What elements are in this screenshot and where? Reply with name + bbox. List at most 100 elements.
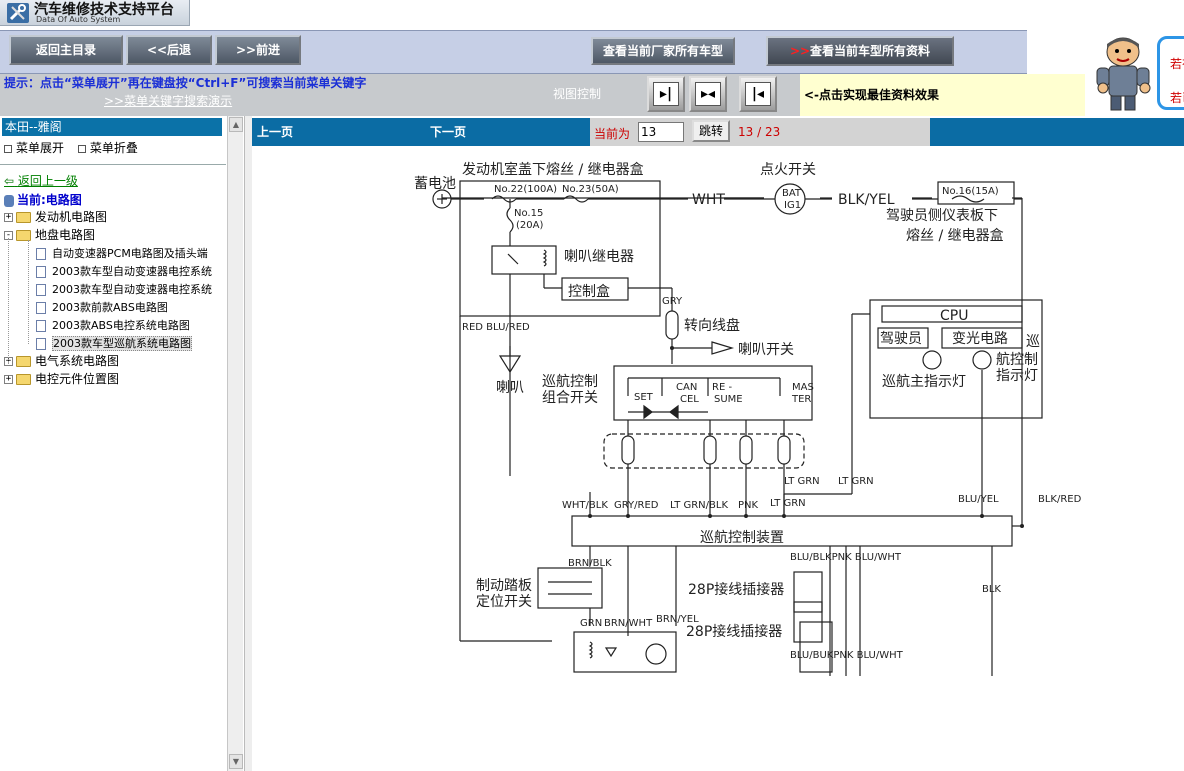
menu-collapse-button[interactable]: 菜单折叠 bbox=[76, 141, 138, 155]
menu-expand-button[interactable]: 菜单展开 bbox=[2, 141, 64, 155]
back-up-link[interactable]: ⇦ 返回上一级 bbox=[4, 172, 78, 189]
label-can: CAN bbox=[676, 382, 697, 393]
menu-collapse-label: 菜单折叠 bbox=[89, 141, 138, 155]
back-button[interactable]: <<后退 bbox=[126, 35, 212, 65]
tree-node-components[interactable]: + 电控元件位置图 bbox=[4, 370, 119, 388]
label-fuse22: No.22(100A) bbox=[494, 184, 557, 195]
page-jump-box: 当前为 跳转 13 / 23 bbox=[590, 118, 930, 146]
tree-node-chassis[interactable]: -地盘电路图 bbox=[4, 226, 95, 244]
label-28p-2: 28P接线插接器 bbox=[686, 623, 782, 640]
promo-line-1: 若有 bbox=[1170, 57, 1184, 71]
tree-leaf-at-1[interactable]: 2003款车型自动变速器电控系统 bbox=[36, 262, 212, 280]
label-fuse-box: 发动机室盖下熔丝 / 继电器盒 bbox=[462, 161, 644, 178]
tree-leaf-pcm[interactable]: 自动变速器PCM电路图及插头端 bbox=[36, 244, 208, 262]
all-info-label: 查看当前车型所有资料 bbox=[810, 44, 931, 58]
view-tip-box: <-点击实现最佳资料效果 bbox=[800, 74, 1085, 116]
content-splitter[interactable] bbox=[244, 116, 252, 771]
label-driver: 驾驶员 bbox=[880, 331, 922, 347]
label-dimmer: 变光电路 bbox=[952, 331, 1008, 347]
document-icon bbox=[36, 319, 46, 332]
database-icon bbox=[4, 194, 14, 207]
label-cruise-switch-1: 巡航控制 bbox=[542, 374, 598, 390]
label-lt-grn-blk: LT GRN/BLK bbox=[670, 500, 728, 511]
next-page-link[interactable]: 下一页 bbox=[430, 125, 467, 139]
label-horn-switch: 喇叭开关 bbox=[738, 342, 794, 358]
all-info-prefix: >> bbox=[789, 44, 811, 58]
tree-label: 2003款车型自动变速器电控系统 bbox=[52, 283, 212, 296]
tree-node-engine[interactable]: + 发动机电路图 bbox=[4, 208, 107, 226]
view-fit-left-button[interactable]: |◂ bbox=[739, 76, 777, 112]
forward-button[interactable]: >>前进 bbox=[215, 35, 301, 65]
view-fit-both-button[interactable]: ▸◂ bbox=[689, 76, 727, 112]
tree-label: 2003款前款ABS电路图 bbox=[52, 301, 168, 314]
app-title: 汽车维修技术支持平台 bbox=[34, 2, 174, 18]
logo-box: 汽车维修技术支持平台 Data Of Auto System bbox=[0, 0, 190, 26]
tip-bar: 提示：点击“菜单展开”再在键盘按“Ctrl+F”可搜索当前菜单关键字 >>菜单关… bbox=[0, 74, 1085, 116]
label-cruise-ind-2: 航控制 bbox=[996, 352, 1038, 368]
page-count: 13 / 23 bbox=[738, 125, 781, 139]
label-brake-switch-1: 制动踏板 bbox=[476, 578, 532, 594]
label-sume: SUME bbox=[714, 394, 743, 405]
tree-label: 自动变速器PCM电路图及插头端 bbox=[52, 247, 208, 260]
tree-leaf-abs-1[interactable]: 2003款前款ABS电路图 bbox=[36, 298, 168, 316]
circuit-diagram-viewer[interactable]: 发动机室盖下熔丝 / 继电器盒 点火开关 蓄电池 驾驶员侧仪表板下 熔丝 / 继… bbox=[252, 146, 1184, 771]
pager-bar: 上一页 下一页 当前为 跳转 13 / 23 bbox=[252, 118, 1184, 146]
label-fuse15-amp: (20A) bbox=[516, 220, 543, 231]
label-dash-fuse-2: 熔丝 / 继电器盒 bbox=[906, 227, 1004, 244]
tree-guide bbox=[8, 238, 9, 364]
page-number-input[interactable] bbox=[638, 122, 684, 142]
square-icon bbox=[77, 144, 86, 153]
label-cel: CEL bbox=[680, 394, 699, 405]
tree-leaf-abs-2[interactable]: 2003款ABS电控系统电路图 bbox=[36, 316, 190, 334]
label-set: SET bbox=[634, 392, 654, 403]
sidebar-divider bbox=[0, 164, 226, 166]
tree-label: 发动机电路图 bbox=[35, 210, 108, 224]
label-brn-wht: BRN/WHT bbox=[604, 618, 653, 629]
sidebar-header: 本田--雅阁 bbox=[2, 118, 222, 136]
label-mas: MAS bbox=[792, 382, 814, 393]
search-demo-link[interactable]: >>菜单关键字搜索演示 bbox=[104, 94, 233, 108]
menu-expand-label: 菜单展开 bbox=[16, 141, 65, 155]
label-horn: 喇叭 bbox=[496, 380, 524, 396]
label-ignition: 点火开关 bbox=[760, 162, 816, 178]
prev-page-link[interactable]: 上一页 bbox=[257, 125, 294, 139]
promo-box[interactable]: 若有 若已 bbox=[1157, 36, 1184, 110]
label-brn-yel: BRN/YEL bbox=[656, 614, 699, 625]
top-bar: 汽车维修技术支持平台 Data Of Auto System bbox=[0, 0, 1184, 30]
scroll-down-icon[interactable]: ▼ bbox=[229, 754, 243, 769]
expand-icon[interactable]: + bbox=[4, 212, 13, 222]
cruise-control-circuit-diagram: 发动机室盖下熔丝 / 继电器盒 点火开关 蓄电池 驾驶员侧仪表板下 熔丝 / 继… bbox=[414, 161, 1082, 676]
label-cruise-ind-3: 指示灯 bbox=[996, 368, 1038, 384]
tree-leaf-cruise-selected[interactable]: 2003款车型巡航系统电路图 bbox=[36, 334, 192, 352]
label-brn-blk: BRN/BLK bbox=[568, 558, 612, 569]
main-toolbar: 返回主目录 <<后退 >>前进 查看当前厂家所有车型 >>查看当前车型所有资料 bbox=[0, 30, 1027, 74]
all-models-button[interactable]: 查看当前厂家所有车型 bbox=[591, 37, 735, 65]
label-bat: BAT bbox=[782, 188, 802, 199]
label-blk-yel: BLK/YEL bbox=[838, 192, 895, 208]
label-fuse16: No.16(15A) bbox=[942, 186, 999, 197]
label-blu-yel: BLU/YEL bbox=[958, 494, 999, 505]
label-lt-grn-3: LT GRN bbox=[770, 498, 806, 509]
label-blu-blk-pnk-top: BLU/BLKPNK BLU/WHT bbox=[790, 552, 902, 563]
jump-button[interactable]: 跳转 bbox=[692, 120, 730, 142]
label-ter: TER bbox=[791, 394, 811, 405]
sidebar: 本田--雅阁 菜单展开 菜单折叠 ⇦ 返回上一级 当前:电路图 +发动机电路图 … bbox=[0, 116, 243, 771]
label-cpu: CPU bbox=[940, 308, 968, 324]
all-info-button[interactable]: >>查看当前车型所有资料 bbox=[766, 36, 954, 66]
back-up-label: 返回上一级 bbox=[17, 174, 78, 188]
tree-guide bbox=[28, 240, 29, 344]
label-battery: 蓄电池 bbox=[414, 176, 456, 192]
tree-leaf-at-2[interactable]: 2003款车型自动变速器电控系统 bbox=[36, 280, 212, 298]
tree-node-electrical[interactable]: +电气系统电路图 bbox=[4, 352, 119, 370]
scroll-up-icon[interactable]: ▲ bbox=[229, 117, 243, 132]
home-button[interactable]: 返回主目录 bbox=[9, 35, 123, 65]
tree-label: 电控元件位置图 bbox=[35, 372, 120, 386]
folder-open-icon bbox=[16, 230, 31, 241]
menu-toggle-row: 菜单展开 菜单折叠 bbox=[2, 139, 138, 157]
expand-icon[interactable]: + bbox=[4, 374, 13, 384]
label-horn-relay: 喇叭继电器 bbox=[564, 249, 634, 265]
sidebar-scrollbar[interactable]: ▲ ▼ bbox=[227, 116, 243, 771]
wrench-logo-icon bbox=[7, 3, 29, 23]
view-fit-right-button[interactable]: ▸| bbox=[647, 76, 685, 112]
document-icon bbox=[36, 337, 46, 350]
